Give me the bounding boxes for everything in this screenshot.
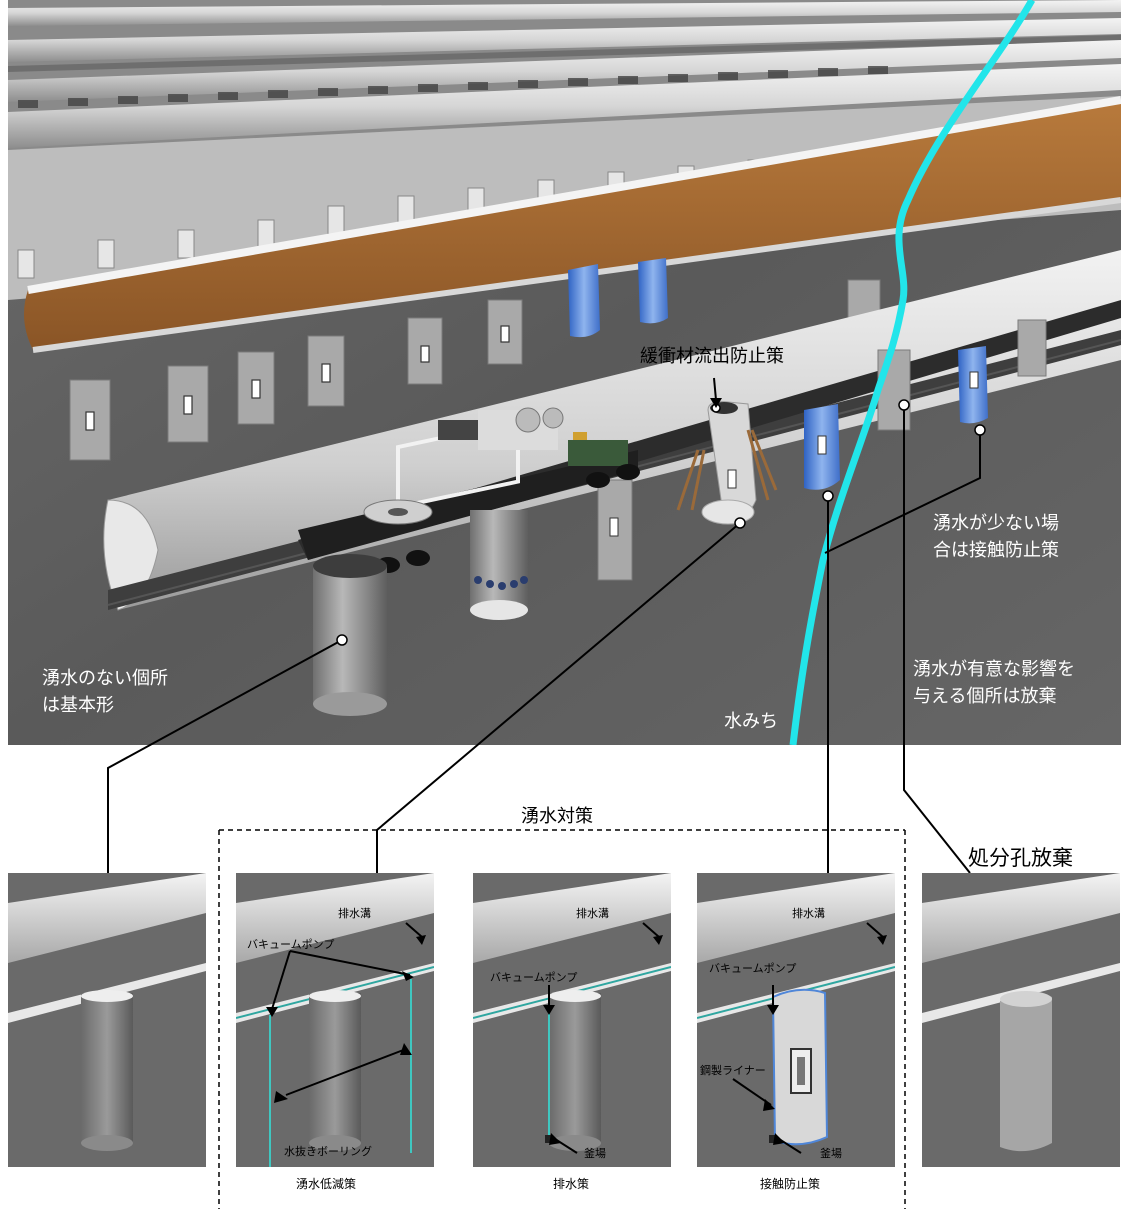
p2-ditch-label: 排水溝 bbox=[338, 907, 371, 920]
p4-ditch-label: 排水溝 bbox=[792, 907, 825, 920]
label-significant-line2: 与える個所は放棄 bbox=[913, 686, 1057, 707]
label-significant-line1: 湧水が有意な影響を bbox=[913, 659, 1075, 680]
p3-pump-label: バキュームポンプ bbox=[490, 971, 578, 984]
p4-pit-label: 釜場 bbox=[820, 1147, 842, 1160]
label-little-inflow-line1: 湧水が少ない場 bbox=[933, 513, 1059, 534]
panel-basic-form bbox=[8, 873, 206, 1167]
label-water-path: 水みち bbox=[724, 711, 778, 732]
water-path-line bbox=[789, 0, 1036, 745]
label-no-inflow-line1: 湧水のない個所 bbox=[42, 668, 168, 689]
countermeasures-title: 湧水対策 bbox=[521, 806, 593, 827]
p4-pump-label: バキュームポンプ bbox=[709, 962, 797, 975]
label-buffer-outflow: 緩衝材流出防止策 bbox=[640, 346, 784, 367]
abandon-title: 処分孔放棄 bbox=[968, 846, 1073, 870]
panel-abandoned-hole bbox=[922, 873, 1120, 1167]
p2-boring-label: 水抜きボーリング bbox=[284, 1145, 372, 1158]
p3-pit-label: 釜場 bbox=[584, 1147, 606, 1160]
tunnel-scene-illustration bbox=[8, 0, 1121, 745]
p3-ditch-label: 排水溝 bbox=[576, 907, 609, 920]
label-little-inflow-line2: 合は接触防止策 bbox=[933, 540, 1059, 561]
panel-inflow-reduction bbox=[236, 873, 434, 1167]
caption-contact-prevention: 接触防止策 bbox=[760, 1177, 821, 1191]
p4-liner-label: 鋼製ライナー bbox=[700, 1064, 766, 1077]
panel-drainage bbox=[473, 873, 671, 1167]
label-no-inflow-line2: は基本形 bbox=[42, 695, 114, 716]
caption-inflow-reduction: 湧水低減策 bbox=[296, 1177, 357, 1191]
p2-pump-label: バキュームポンプ bbox=[247, 938, 335, 951]
panel-contact-prevention bbox=[697, 873, 895, 1167]
caption-drainage: 排水策 bbox=[553, 1177, 590, 1191]
